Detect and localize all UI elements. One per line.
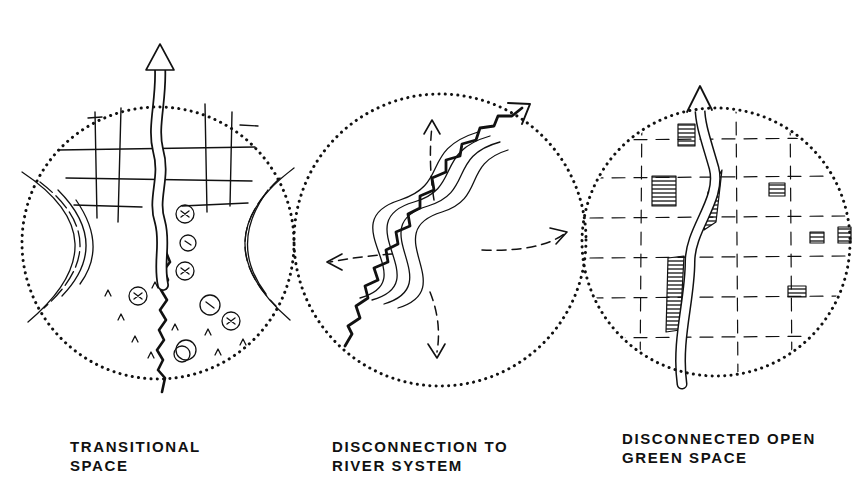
green-space-sketch <box>590 86 851 385</box>
dotted-circle-outline <box>294 94 586 386</box>
dotted-circle <box>290 88 590 478</box>
circle-caption: TRANSITIONAL SPACE <box>70 438 240 476</box>
dotted-circle <box>578 96 850 478</box>
circle-caption: DISCONNECTION TO RIVER SYSTEM <box>332 438 532 476</box>
dotted-circle <box>12 100 308 480</box>
circle-caption: DISCONNECTED OPEN GREEN SPACE <box>622 430 837 468</box>
river-sketch <box>327 103 567 358</box>
dotted-circle-outline <box>22 107 294 379</box>
sketch-circle: DISCONNECTION TO RIVER SYSTEM <box>290 88 590 480</box>
sketch-circle: TRANSITIONAL SPACE <box>12 100 308 480</box>
dotted-circle-outline <box>582 108 850 376</box>
transitional-sketch <box>22 44 294 392</box>
sketch-circle: DISCONNECTED OPEN GREEN SPACE <box>578 96 850 478</box>
